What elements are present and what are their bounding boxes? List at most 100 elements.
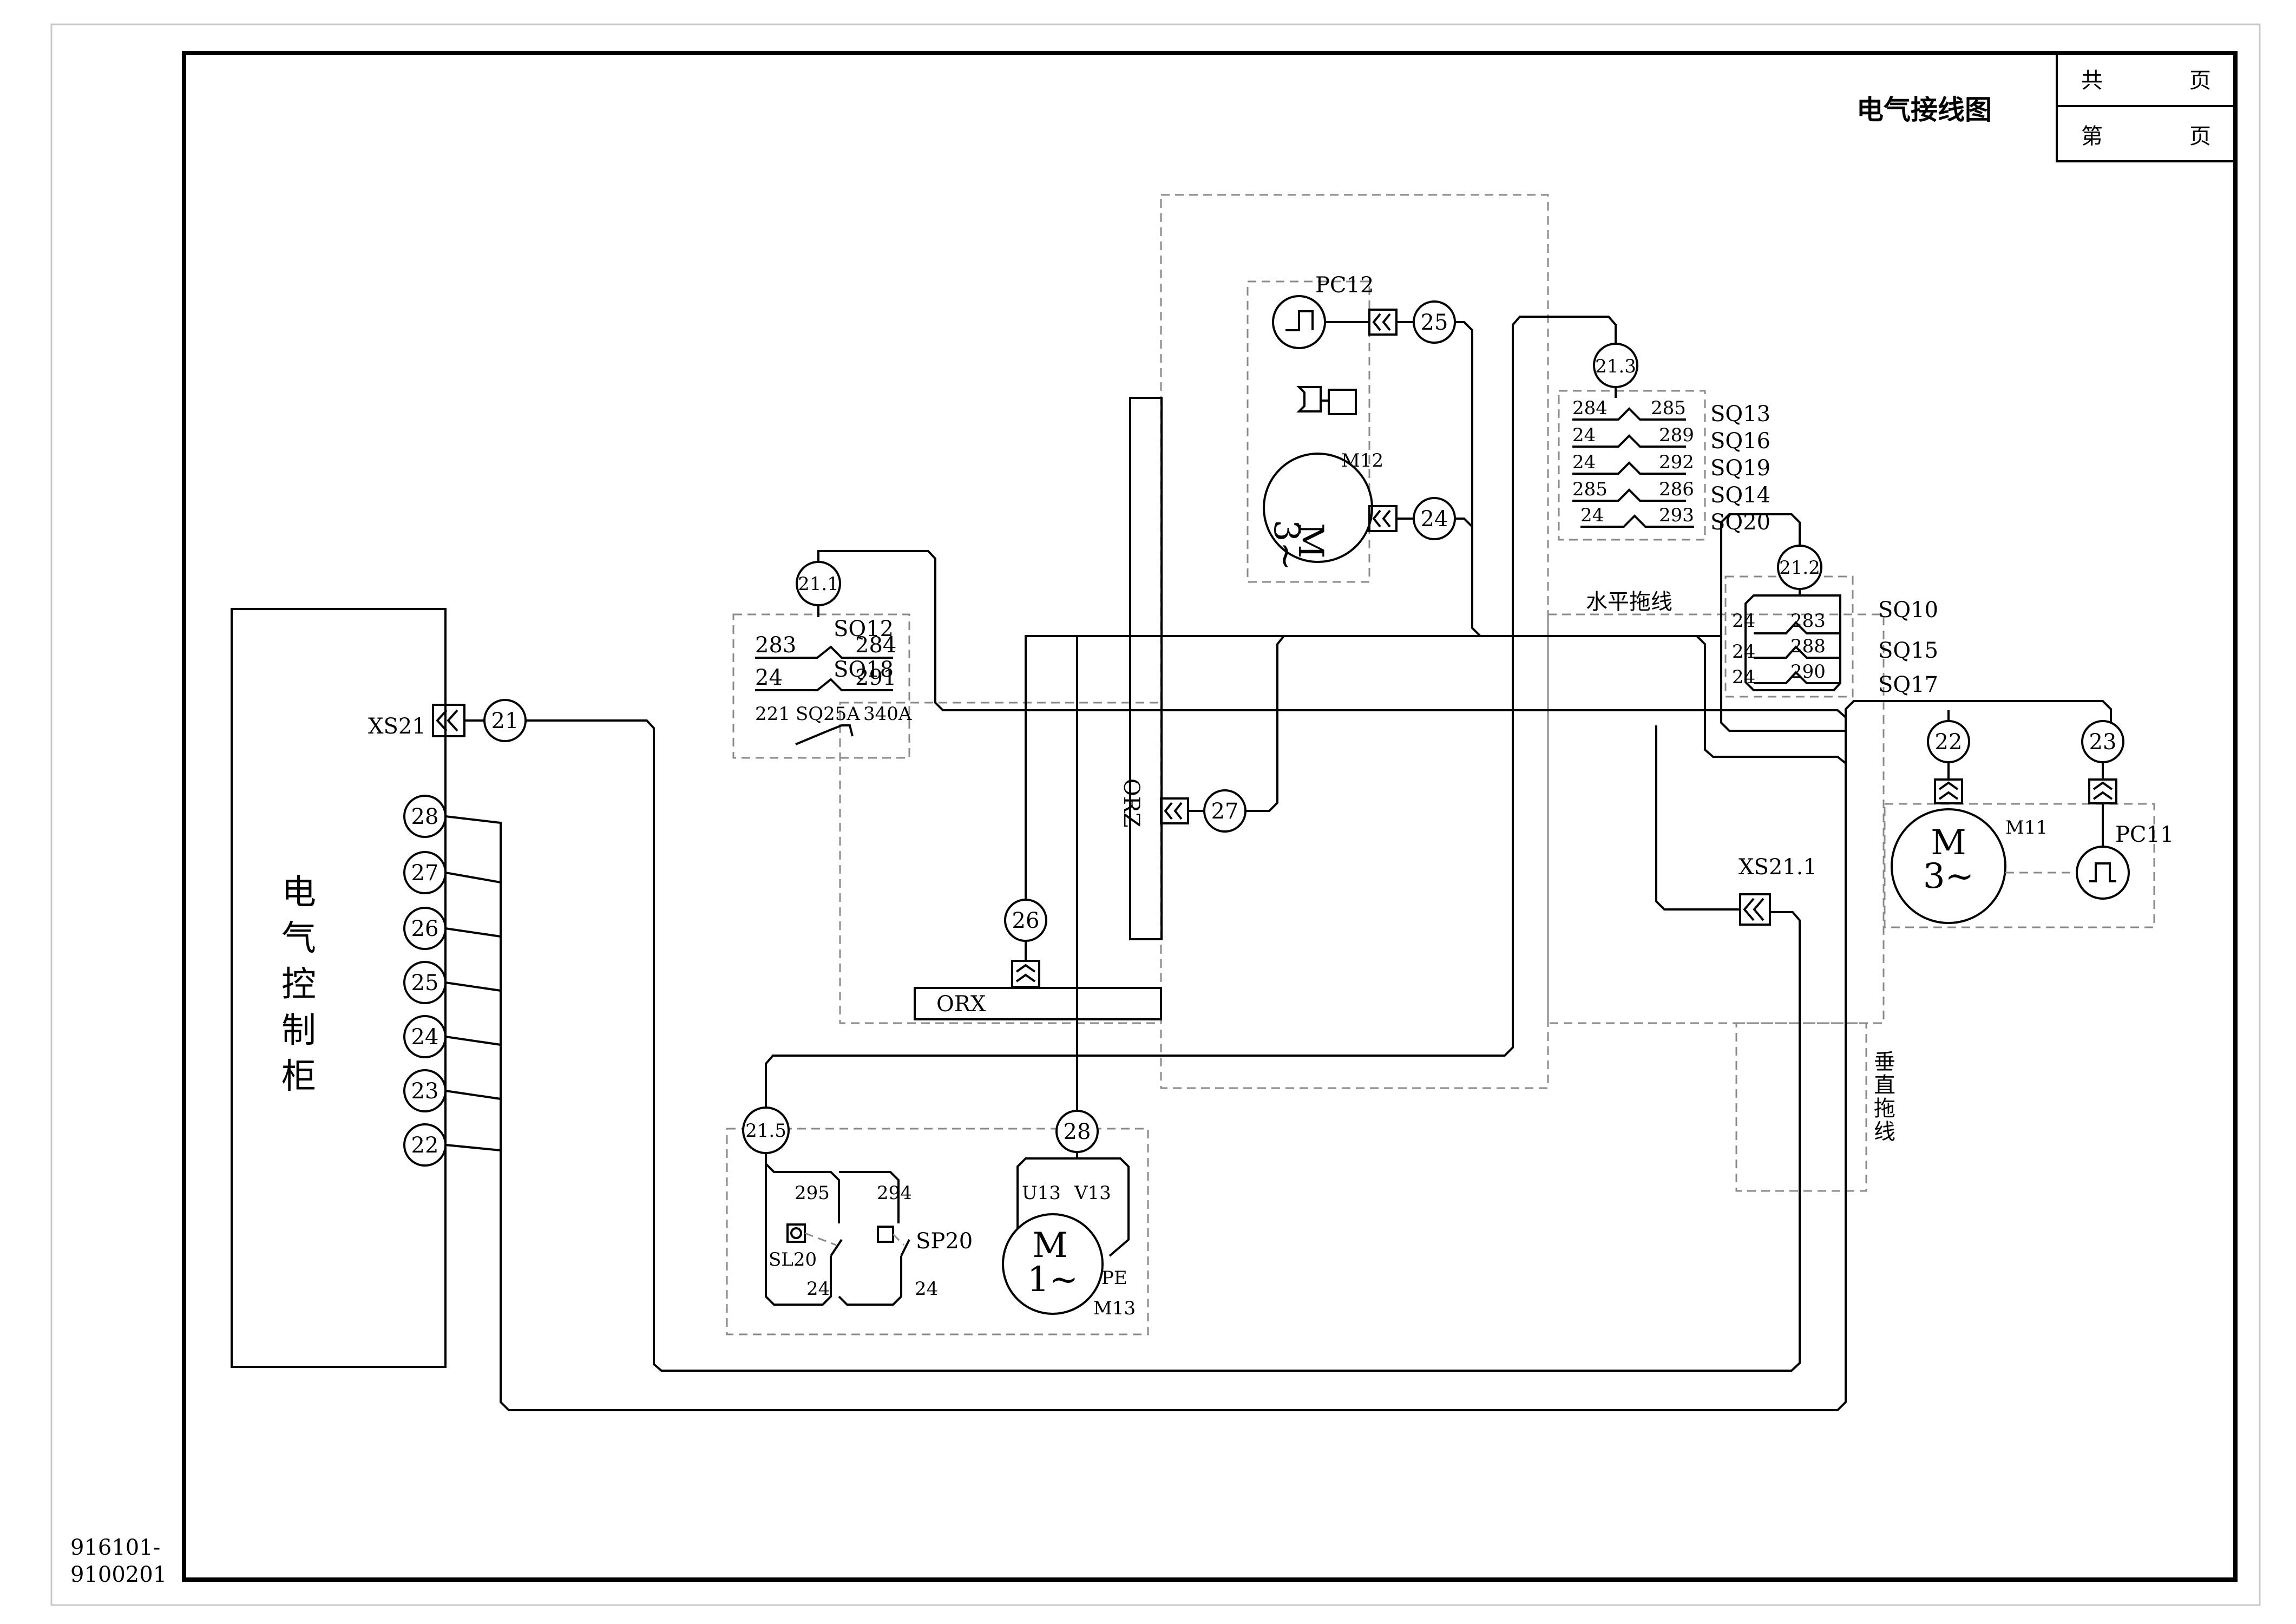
connector-xs21-label: XS21 [368,714,426,739]
cable-21-2-top [1720,513,1801,636]
motor-m12-phase: 3~ [1266,520,1306,571]
motor-m13 [1002,1213,1104,1315]
total-pages-unit: 页 [2189,68,2211,93]
drawing-number-line1: 916101- [70,1535,160,1560]
cabinet-char-5: 柜 [281,1057,316,1097]
rail-orx-label: ORX [936,992,986,1017]
sq15-left-terminal: 24 [1732,641,1755,663]
sq18-left-terminal: 24 [755,665,783,690]
terminal-22-label: 22 [411,1133,439,1158]
vertical-drag-chain-label: 垂 直 拖 线 [1874,1050,1895,1144]
cable-27 [1245,635,1285,812]
encoder-pc11 [2076,846,2130,900]
motor-m13-leads [1016,1152,1130,1257]
sp20-label: SP20 [916,1229,973,1254]
vertical-drag-char-1: 垂 [1874,1050,1895,1075]
pc12-label: PC12 [1315,273,1374,298]
motor-m12-name: M12 [1341,450,1383,472]
cabinet-cable-bundle [445,700,2112,1411]
cabinet-char-3: 控 [281,965,316,1005]
plug-25-label: 25 [1421,310,1448,335]
switch-group-3: 284 285 SQ13 24 289 SQ16 24 292 SQ19 285… [1572,397,1770,535]
motor-m11-name: M11 [2005,817,2048,839]
vertical-drag-char-4: 线 [1874,1119,1895,1144]
title-block: 共 页 第 页 [2056,52,2236,162]
cable-21-3 [765,316,1617,1110]
cable-24 [1455,518,1473,528]
sq19-label: SQ19 [1710,456,1770,481]
sheet-number-unit: 页 [2189,124,2211,149]
motor-m13-name: M13 [1093,1298,1136,1319]
sq19-right-terminal: 292 [1659,451,1694,473]
sq14-label: SQ14 [1710,483,1770,508]
rail-orz [1129,397,1163,940]
motor-m13-phase: 1~ [1027,1260,1078,1300]
cabinet-terminals: 28 27 26 25 24 23 22 [403,795,447,1167]
sq12-right-terminal: 284 [855,633,896,658]
sq16-right-terminal: 289 [1659,424,1694,446]
motor-m11 [1891,808,2006,924]
terminal-294-label: 294 [877,1182,912,1204]
vertical-drag-char-2: 直 [1874,1073,1895,1098]
drawing-frame [182,51,2238,1582]
plug-24-label: 24 [1421,507,1448,532]
cabinet-char-1: 电 [281,873,316,913]
sq25a-label: SQ25A [796,703,860,725]
sq10-right-terminal: 283 [1790,610,1826,632]
terminal-27-label: 27 [411,861,439,886]
sq17-label: SQ17 [1878,672,1938,697]
connector-m11 [1934,778,1963,804]
node-21-1-label: 21.1 [798,573,839,595]
connector-orx [1011,960,1040,988]
drawing-title: 电气接线图 [1857,94,1992,126]
sl20-label: SL20 [769,1249,817,1271]
sp20-terminal-24-label: 24 [915,1278,938,1300]
sq14-left-terminal: 285 [1572,479,1608,500]
node-21-5-label: 21.5 [745,1120,786,1142]
node-21-2-label: 21.2 [1779,557,1820,579]
sq12-left-terminal: 283 [755,633,796,658]
paper-border [50,23,2261,1606]
dashed-enclosures [726,194,2155,1335]
plug-21-label: 21 [491,709,519,734]
cable-21-1 [817,550,1847,718]
total-pages-label: 共 [2081,68,2103,93]
connector-m12 [1368,505,1398,532]
motor-m11-symbol: M [1931,823,1966,863]
sq20-right-terminal: 293 [1659,505,1694,526]
sq17-left-terminal: 24 [1732,666,1755,688]
terminal-23-label: 23 [411,1079,439,1104]
pc11-label: PC11 [2115,822,2174,847]
drawing-number-line2: 9100201 [70,1562,167,1587]
middle-trunk-cables [1025,635,1847,1110]
connector-orz [1160,797,1189,824]
sq13-label: SQ13 [1710,402,1770,427]
cabinet-char-2: 气 [281,919,316,959]
plug-27-label: 27 [1211,799,1239,824]
motor-m13-pe-label: PE [1101,1267,1127,1289]
motor-m13-u-label: U13 [1022,1182,1061,1204]
plug-22-label: 22 [1935,730,1963,755]
cabinet-char-4: 制 [281,1011,316,1051]
terminal-28-label: 28 [411,804,439,829]
connector-pc12 [1368,309,1398,336]
motor-m12-symbol: M [1290,523,1330,559]
motor-m13-symbol: M [1032,1226,1068,1266]
sq13-right-terminal: 285 [1651,397,1686,419]
sl20-terminal-24-label: 24 [806,1278,830,1300]
switch-group-1: SQ12 283 284 SQ18 24 291 221 SQ25A 340A [755,617,912,745]
motor-m11-phase: 3~ [1923,856,1974,896]
sq10-left-terminal: 24 [1732,610,1755,632]
terminal-24-label: 24 [411,1025,439,1050]
sq19-left-terminal: 24 [1572,451,1596,473]
terminal-25-label: 25 [411,971,439,996]
sq14-right-terminal: 286 [1659,479,1694,500]
vertical-drag-char-3: 拖 [1874,1096,1895,1121]
motor-m12: M 3~ [1263,453,1373,571]
sq25a-right-terminal: 340A [863,703,912,725]
sq16-left-terminal: 24 [1572,424,1596,446]
sq12-label: SQ12 [834,617,894,641]
switch-group-2: 24 283 SQ10 24 288 SQ15 24 290 SQ17 [1732,598,1938,697]
terminal-26-label: 26 [411,916,439,941]
